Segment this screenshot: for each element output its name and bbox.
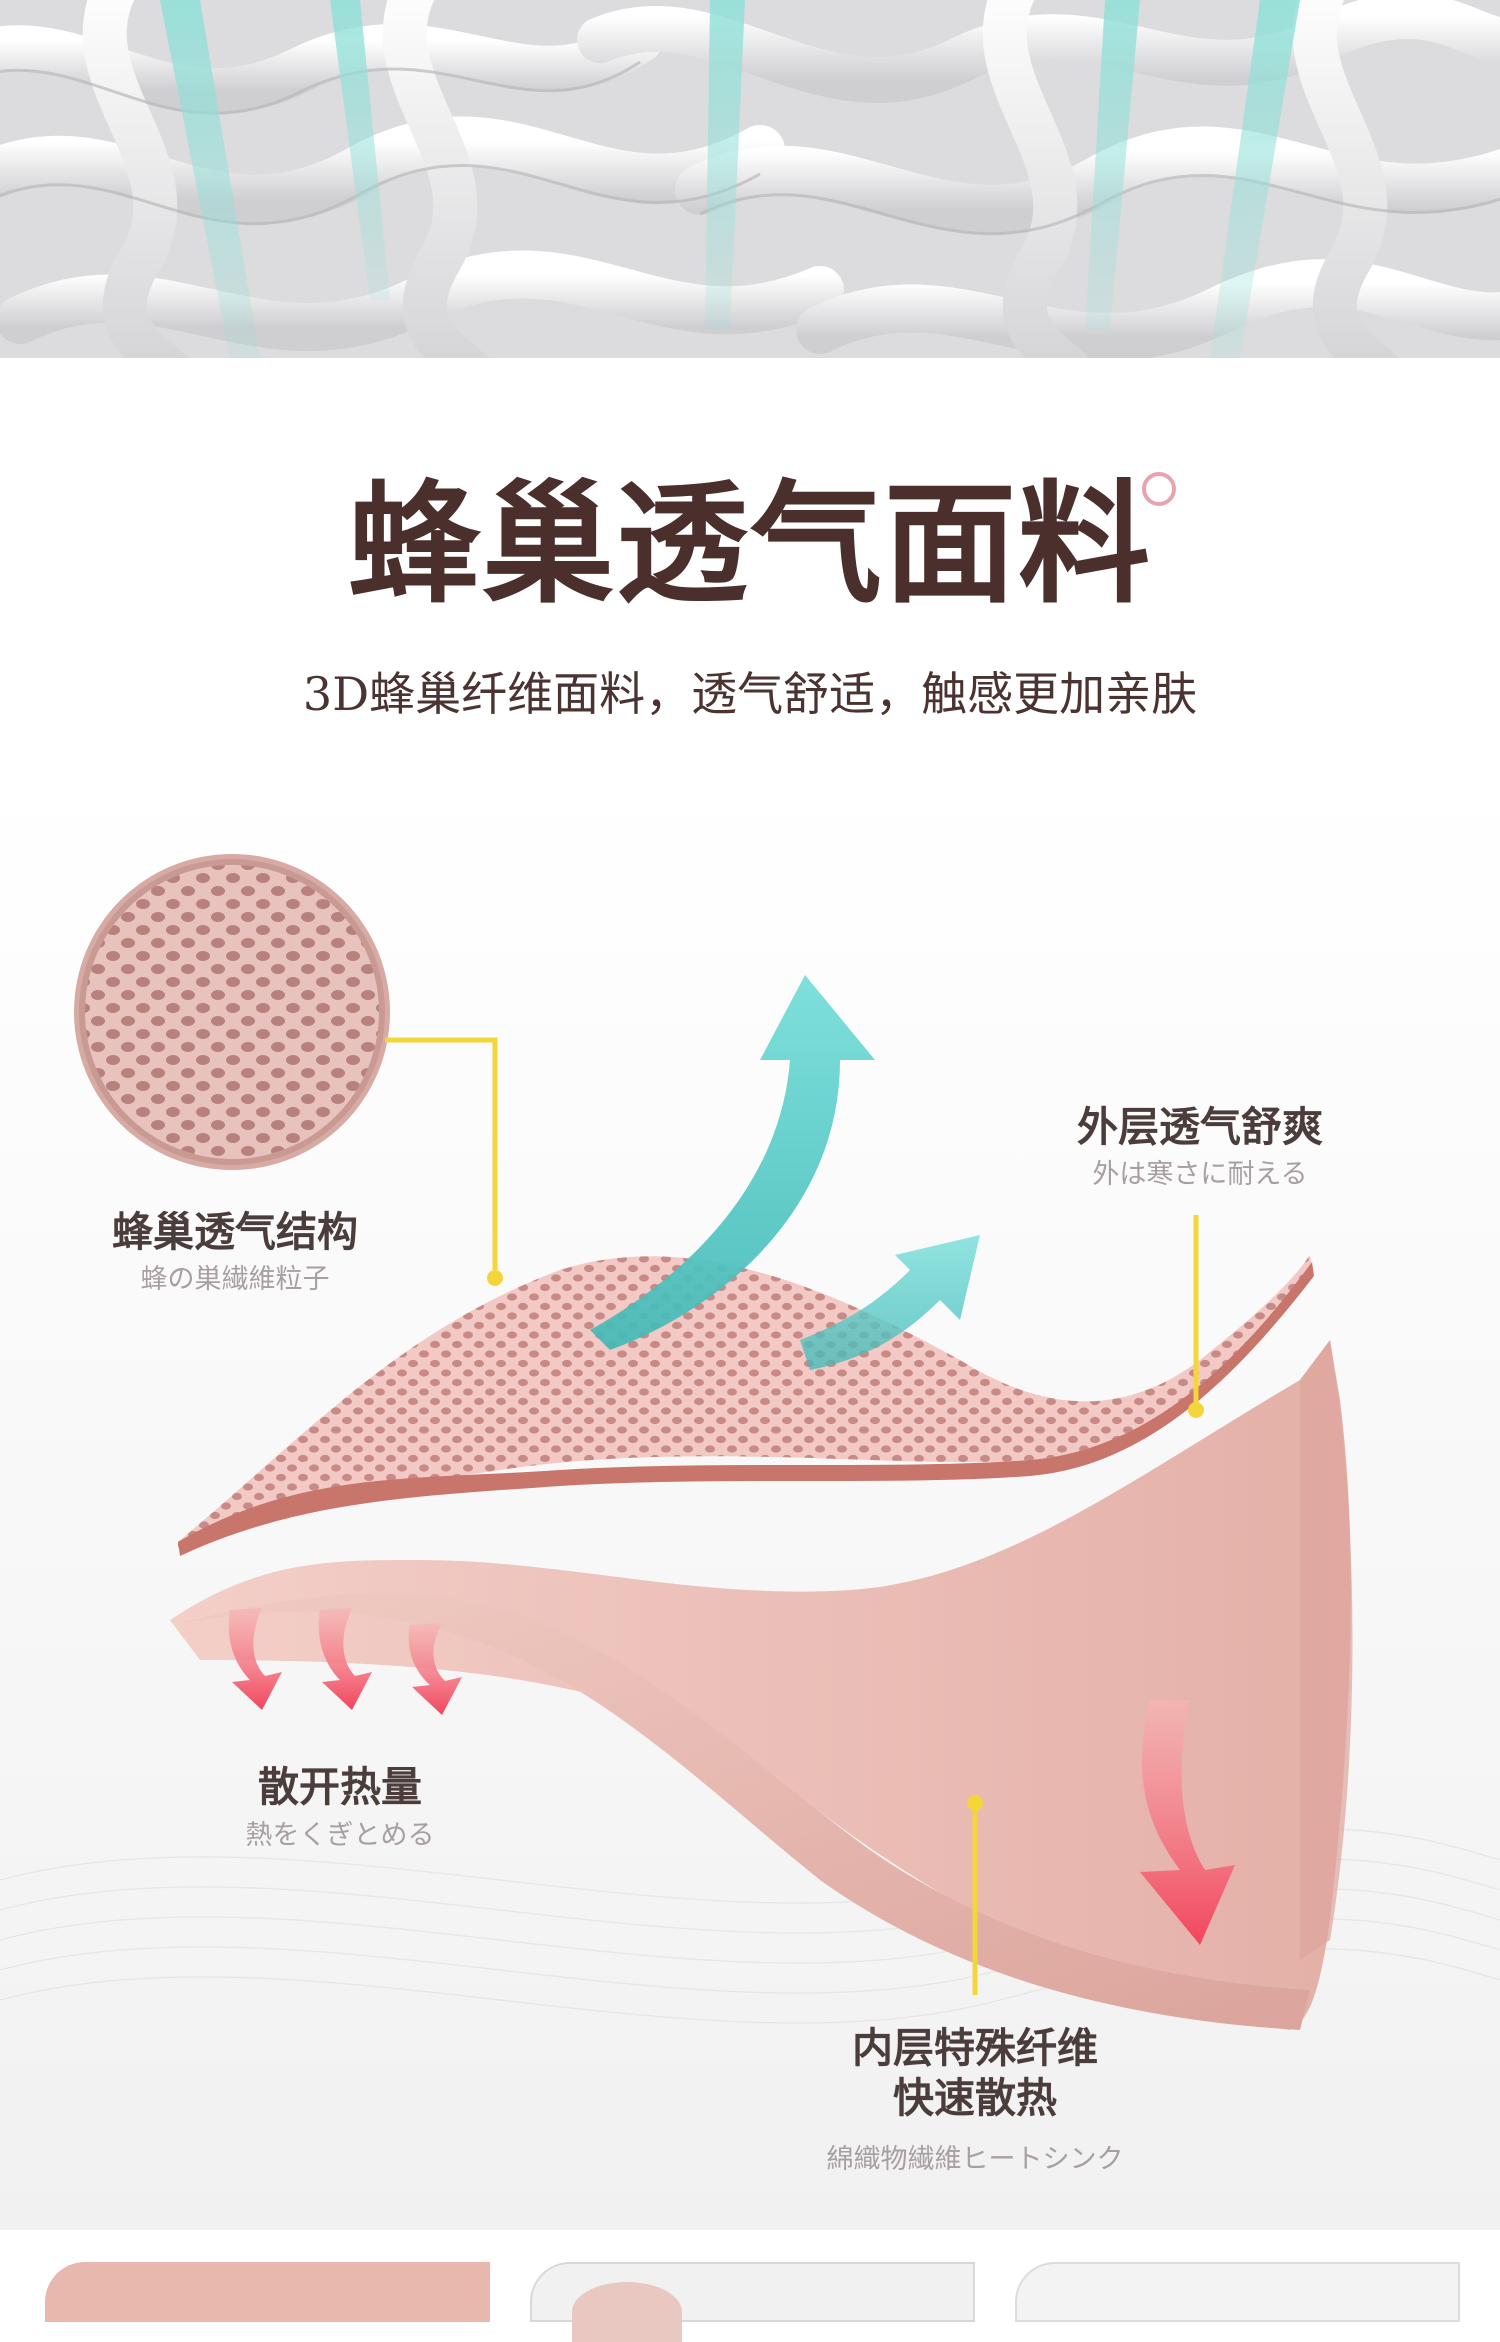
inner-layer-label-line1: 内层特殊纤维 <box>852 2024 1098 2072</box>
outer-layer-sublabel: 外は寒さに耐える <box>1092 1159 1308 1190</box>
airflow-arrow-right <box>800 1235 980 1370</box>
heat-dissipation-label: 散开热量 <box>258 1763 422 1811</box>
outer-layer-label: 外层透气舒爽 <box>1077 1103 1323 1151</box>
heat-dissipation-sublabel: 熱をくぎとめる <box>245 1820 435 1851</box>
thumbnail-pink-fabric <box>45 2262 490 2322</box>
honeycomb-structure-label: 蜂巢透气结构 <box>112 1208 358 1256</box>
page-subtitle: 3D蜂巢纤维面料，透气舒适，触感更加亲肤 <box>302 667 1198 721</box>
thumbnail-fabric-3 <box>1015 2262 1460 2322</box>
page-title: 蜂巢透气面料 <box>348 467 1152 622</box>
heat-arrow-down <box>228 1608 462 1715</box>
honeycomb-structure-sublabel: 蜂の巣繊維粒子 <box>140 1264 330 1295</box>
airflow-arrow-up <box>590 975 875 1350</box>
thumbnail-fabric-2 <box>530 2262 975 2342</box>
heat-arrow-down <box>1140 1700 1235 1945</box>
inner-layer-sublabel: 綿織物繊維ヒートシンク <box>826 2144 1124 2175</box>
fiber-texture-banner <box>0 0 1500 358</box>
honeycomb-texture-circle <box>74 854 390 1170</box>
fabric-illustration: 蜂巢透气结构 蜂の巣繊維粒子 外层透气舒爽 外は寒さに耐える 散开热量 熱をくぎ… <box>0 780 1500 2230</box>
inner-layer-label-line2: 快速散热 <box>893 2074 1057 2122</box>
ring-icon <box>1142 472 1176 506</box>
